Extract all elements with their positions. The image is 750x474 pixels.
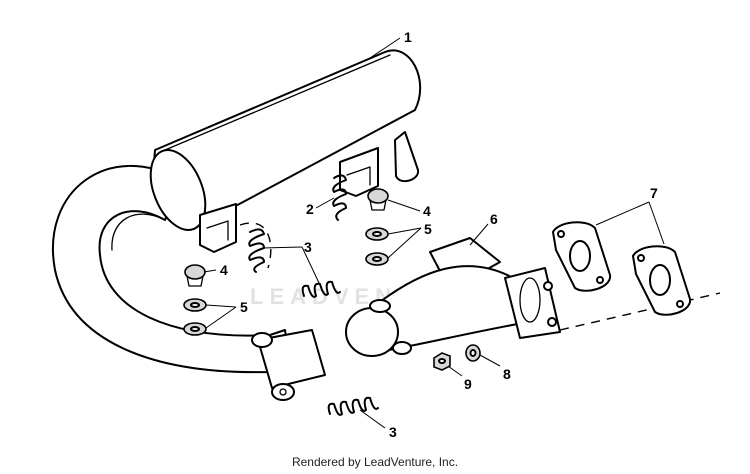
spring-part-3-vertical[interactable]	[248, 228, 265, 273]
dashed-guide-right	[559, 292, 721, 331]
muffler-assembly[interactable]	[52, 49, 422, 401]
manifold-lower-ear	[392, 341, 412, 355]
grommet-top	[184, 264, 206, 280]
callout-leaders	[203, 37, 665, 429]
gasket-part-7-b[interactable]	[632, 245, 691, 316]
manifold-bolt-hole	[543, 281, 553, 291]
grommet-stem	[369, 199, 387, 211]
pipe-end-flange	[257, 329, 326, 389]
washer-hole	[372, 231, 382, 237]
pipe-spring-hook	[251, 332, 273, 348]
gasket-bolt-hole	[676, 300, 684, 308]
manifold-inlet-end	[345, 307, 399, 357]
gasket-part-7-a[interactable]	[552, 221, 611, 292]
callout-part-6: 6	[490, 211, 498, 227]
right-bracket-slot	[346, 166, 371, 186]
callout-part-4-right: 4	[423, 203, 431, 219]
washers-part-5-right[interactable]	[365, 227, 389, 266]
callout-part-7: 7	[650, 185, 658, 201]
spring-part-3-loose[interactable]	[327, 396, 379, 416]
callout-part-2: 2	[306, 201, 314, 217]
gasket-bolt-hole	[557, 230, 565, 238]
grommet-part-4-right[interactable]	[367, 188, 389, 211]
callout-part-5-left: 5	[240, 299, 248, 315]
washer-hole	[190, 302, 200, 308]
grommet-stem	[186, 275, 204, 287]
footer-credit: Rendered by LeadVenture, Inc.	[291, 455, 459, 469]
callout-part-3-upper: 3	[304, 239, 312, 255]
gasket-bolt-hole	[637, 254, 645, 262]
grommet-top	[367, 188, 389, 204]
spring-coil	[248, 228, 265, 273]
gasket-port	[649, 264, 671, 296]
spring-part-2[interactable]	[332, 174, 347, 221]
muffler-end-cap	[149, 149, 207, 231]
washer-hole	[372, 256, 382, 262]
washers-part-5-left[interactable]	[183, 298, 207, 336]
exhaust-manifold-part-6[interactable]	[345, 237, 561, 357]
tailpipe-outlet	[394, 131, 420, 183]
spring-coil	[332, 174, 347, 221]
grommet-part-4-left[interactable]	[184, 264, 206, 287]
nut-hole	[438, 358, 446, 364]
spring-coil	[327, 396, 379, 416]
manifold-spring-hook	[369, 299, 391, 313]
callout-part-3-lower: 3	[389, 424, 397, 440]
manifold-bolt-hole	[547, 317, 557, 327]
callout-part-5-right: 5	[424, 221, 432, 237]
gasket-bolt-hole	[596, 276, 604, 284]
muffler-seam	[164, 54, 391, 151]
callout-part-1: 1	[404, 29, 412, 45]
callout-part-9: 9	[464, 376, 472, 392]
callout-part-4-left: 4	[220, 262, 228, 278]
flange-ear	[271, 383, 295, 401]
gasket-port	[569, 240, 591, 272]
callout-part-8: 8	[503, 366, 511, 382]
flat-washer-part-8[interactable]	[465, 344, 481, 362]
dashed-guide-left	[239, 222, 272, 269]
right-mount-bracket	[339, 147, 379, 197]
manifold-outlet-bore	[519, 277, 541, 323]
left-mount-bracket	[199, 203, 237, 253]
hex-nut-part-9[interactable]	[433, 352, 451, 371]
washer-hole	[469, 349, 477, 357]
left-bracket-slot	[206, 220, 229, 241]
pipe-inner-edge	[111, 213, 166, 251]
washer-hole	[190, 326, 200, 332]
flange-ear-hole	[279, 388, 287, 396]
